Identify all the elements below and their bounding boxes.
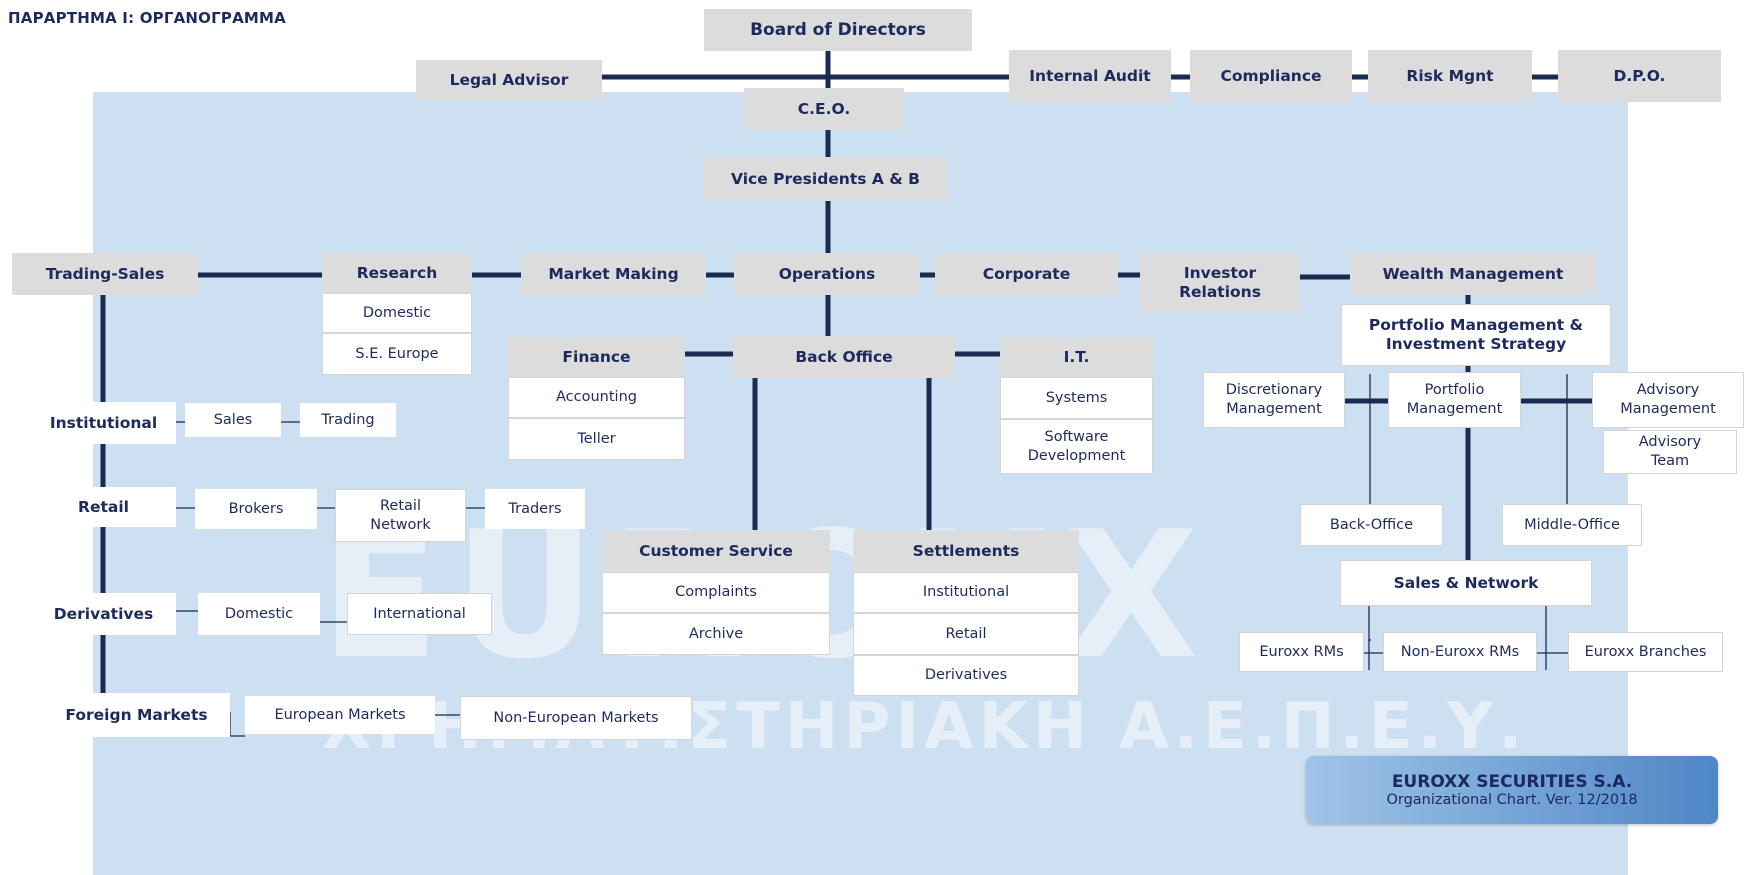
- internal-audit-box: Internal Audit: [1009, 50, 1171, 102]
- non-european-markets-box: Non-European Markets: [460, 696, 692, 740]
- risk-management-box: Risk Mgnt: [1368, 50, 1532, 102]
- corporate-box: Corporate: [935, 253, 1118, 295]
- operations-box: Operations: [734, 253, 920, 295]
- market-making-box: Market Making: [521, 253, 706, 295]
- discretionary-management-box: Discretionary Management: [1203, 372, 1345, 428]
- settlements-derivatives-box: Derivatives: [853, 655, 1079, 696]
- portfolio-management-box: Portfolio Management: [1388, 372, 1521, 428]
- chart-background: [93, 92, 1628, 875]
- it-box: I.T.: [1000, 337, 1153, 377]
- euroxx-branches-box: Euroxx Branches: [1568, 632, 1723, 672]
- badge-version: Organizational Chart. Ver. 12/2018: [1386, 792, 1638, 808]
- compliance-box: Compliance: [1190, 50, 1352, 102]
- vice-presidents-box: Vice Presidents A & B: [703, 157, 948, 201]
- european-markets-box: European Markets: [245, 696, 435, 734]
- legal-advisor-box: Legal Advisor: [416, 60, 602, 100]
- settlements-institutional-box: Institutional: [853, 572, 1079, 613]
- institutional-sales-box: Sales: [185, 403, 281, 437]
- foreign-markets-box: Foreign Markets: [43, 693, 230, 737]
- derivatives-international-box: International: [347, 593, 492, 635]
- derivatives-box: Derivatives: [31, 593, 176, 635]
- retail-box: Retail: [31, 487, 176, 527]
- dpo-box: D.P.O.: [1558, 50, 1721, 102]
- software-development-box: Software Development: [1000, 419, 1153, 474]
- research-domestic-box: Domestic: [322, 293, 472, 333]
- institutional-trading-box: Trading: [300, 403, 396, 437]
- ceo-box: C.E.O.: [744, 88, 904, 130]
- systems-box: Systems: [1000, 377, 1153, 419]
- wm-back-office-box: Back-Office: [1300, 504, 1443, 546]
- teller-box: Teller: [508, 418, 685, 460]
- trading-sales-box: Trading-Sales: [12, 253, 198, 295]
- advisory-team-box: Advisory Team: [1603, 430, 1737, 474]
- brokers-box: Brokers: [195, 489, 317, 529]
- customer-service-box: Customer Service: [602, 530, 830, 572]
- traders-box: Traders: [485, 489, 585, 529]
- research-se-europe-box: S.E. Europe: [322, 333, 472, 375]
- wealth-management-box: Wealth Management: [1350, 253, 1596, 295]
- back-office-box: Back Office: [733, 336, 955, 378]
- sales-network-box: Sales & Network: [1340, 560, 1592, 606]
- investor-relations-box: Investor Relations: [1140, 253, 1300, 313]
- research-box: Research: [322, 253, 472, 293]
- complaints-box: Complaints: [602, 572, 830, 613]
- retail-network-box: Retail Network: [335, 489, 466, 542]
- badge-company-name: EUROXX SECURITIES S.A.: [1391, 772, 1633, 792]
- company-badge: EUROXX SECURITIES S.A. Organizational Ch…: [1306, 756, 1718, 824]
- finance-box: Finance: [508, 337, 685, 377]
- derivatives-domestic-box: Domestic: [198, 593, 320, 635]
- advisory-management-box: Advisory Management: [1592, 372, 1744, 428]
- board-of-directors-box: Board of Directors: [704, 9, 972, 51]
- non-euroxx-rms-box: Non-Euroxx RMs: [1383, 632, 1537, 672]
- institutional-box: Institutional: [31, 402, 176, 444]
- settlements-retail-box: Retail: [853, 613, 1079, 655]
- euroxx-rms-box: Euroxx RMs: [1239, 632, 1364, 672]
- accounting-box: Accounting: [508, 377, 685, 418]
- portfolio-strategy-box: Portfolio Management & Investment Strate…: [1341, 304, 1611, 366]
- middle-office-box: Middle-Office: [1502, 504, 1642, 546]
- archive-box: Archive: [602, 613, 830, 655]
- page-title: ΠΑΡΑΡΤΗΜΑ Ι: ΟΡΓΑΝΟΓΡΑΜΜΑ: [8, 9, 286, 27]
- settlements-box: Settlements: [853, 530, 1079, 572]
